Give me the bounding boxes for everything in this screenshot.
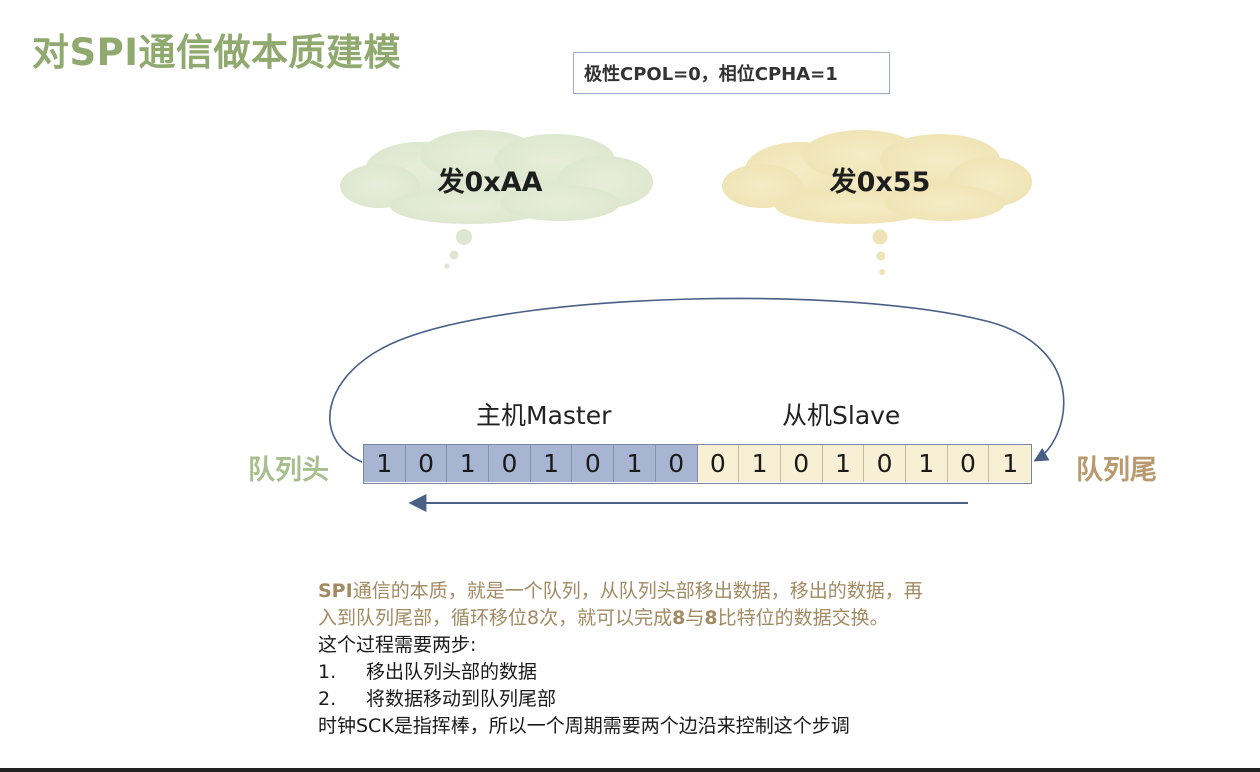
desc-spi: SPI xyxy=(318,580,353,602)
desc-line2-d: 8 xyxy=(704,607,718,629)
description-block: SPI通信的本质，就是一个队列，从队列头部移出数据，移出的数据，再 入到队列尾部… xyxy=(318,578,1078,740)
description-line-2: 入到队列尾部，循环移位8次，就可以完成8与8比特位的数据交换。 xyxy=(318,605,1078,632)
description-line-3: 这个过程需要两步: xyxy=(318,634,477,656)
master-bit: 0 xyxy=(489,445,531,482)
slave-bit: 0 xyxy=(697,445,740,482)
queue-head-label: 队列头 xyxy=(248,455,329,486)
master-thought-bubbles xyxy=(444,229,472,269)
slave-thought-bubbles xyxy=(872,229,888,275)
master-label: 主机Master xyxy=(476,401,612,430)
master-bit: 0 xyxy=(655,445,698,482)
slave-bit: 1 xyxy=(822,445,865,482)
page-title: 对SPI通信做本质建模 xyxy=(32,31,402,74)
master-cloud-label: 发0xAA xyxy=(437,167,543,198)
mode-box: 极性CPOL=0，相位CPHA=1 xyxy=(573,52,890,94)
slave-cloud-label: 发0x55 xyxy=(829,167,931,198)
bottom-divider xyxy=(0,768,1260,772)
master-bit: 0 xyxy=(572,445,615,482)
master-bit: 1 xyxy=(614,445,656,482)
master-thought-cloud xyxy=(340,130,653,224)
master-bit: 1 xyxy=(530,445,573,482)
description-line-1: SPI通信的本质，就是一个队列，从队列头部移出数据，移出的数据，再 xyxy=(318,578,1078,605)
queue-tail-label: 队列尾 xyxy=(1076,455,1157,486)
slave-bit: 0 xyxy=(780,445,823,482)
slave-bit: 0 xyxy=(864,445,906,482)
step-text: 将数据移动到队列尾部 xyxy=(366,688,557,710)
master-bit: 1 xyxy=(447,445,490,482)
slave-bit: 1 xyxy=(989,445,1031,482)
step-text: 移出队列头部的数据 xyxy=(366,661,538,683)
step-number: 1. xyxy=(318,661,337,683)
slave-bit: 0 xyxy=(947,445,990,482)
desc-line2-a: 入到队列尾部，循环移位8次，就可以完成 xyxy=(318,607,673,629)
desc-line2-c: 与 xyxy=(685,607,705,629)
desc-line2-b: 8 xyxy=(672,607,686,629)
step-item: 1. 移出队列头部的数据 xyxy=(318,659,1078,686)
description-line-6: 时钟SCK是指挥棒，所以一个周期需要两个边沿来控制这个步调 xyxy=(318,715,850,737)
master-bit: 1 xyxy=(364,445,406,482)
desc-line1-text: 通信的本质，就是一个队列，从队列头部移出数据，移出的数据，再 xyxy=(352,580,923,602)
loop-arrow xyxy=(329,297,1065,463)
desc-line2-e: 比特位的数据交换。 xyxy=(717,607,889,629)
slave-bit: 1 xyxy=(739,445,781,482)
slave-thought-cloud xyxy=(722,130,1032,224)
master-bit: 0 xyxy=(405,445,448,482)
step-item: 2. 将数据移动到队列尾部 xyxy=(318,686,1078,713)
slave-label: 从机Slave xyxy=(782,401,901,430)
slave-bit: 1 xyxy=(905,445,948,482)
step-number: 2. xyxy=(318,688,337,710)
shift-register-queue: 1 0 1 0 1 0 1 0 0 1 0 1 0 1 0 1 xyxy=(363,444,1032,484)
mode-text: 极性CPOL=0，相位CPHA=1 xyxy=(584,64,838,85)
